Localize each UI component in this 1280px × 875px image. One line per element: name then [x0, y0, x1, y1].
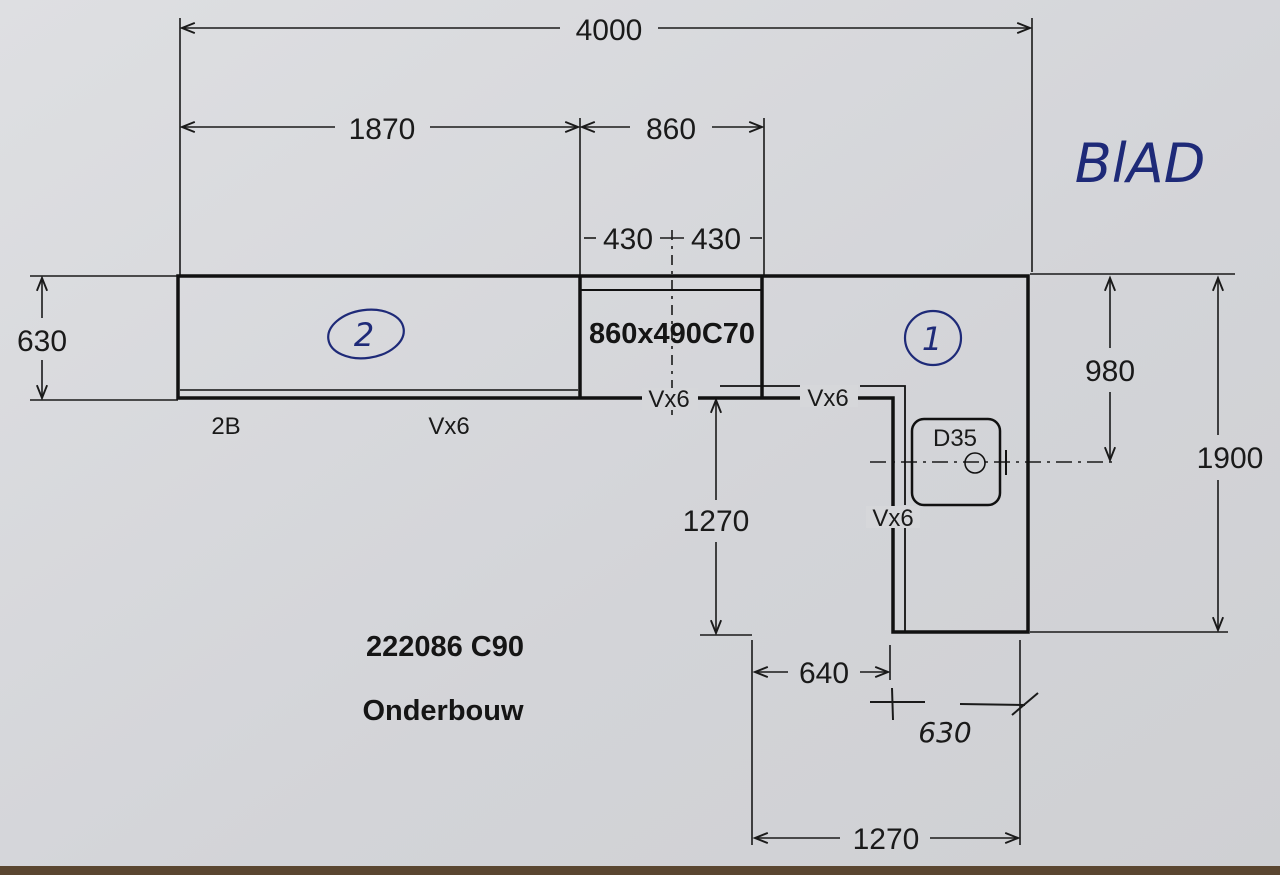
- dim-sink-half-left: 430: [603, 223, 653, 256]
- dim-inner-leg: 640: [799, 657, 849, 690]
- table-edge: [0, 866, 1280, 875]
- dim-total-length: 4000: [576, 14, 643, 47]
- dim-total-depth: 1900: [1197, 442, 1264, 475]
- edge-label-2b: 2B: [211, 413, 240, 440]
- part-2-circle: [327, 308, 405, 360]
- dim-bottom-leg: 1270: [853, 823, 920, 856]
- part-1-circle: [903, 309, 963, 367]
- countertop-outline: [176, 274, 1030, 634]
- dim-leg-offset: 1270: [683, 505, 750, 538]
- tap-hole-plate: [910, 417, 1002, 507]
- mounting-type: Onderbouw: [362, 695, 524, 727]
- sink-label: 860x490C70: [589, 318, 755, 350]
- edge-label-vx6: Vx6: [648, 386, 689, 413]
- dim-sink-half-right: 430: [691, 223, 741, 256]
- edge-label-vx6: Vx6: [428, 413, 469, 440]
- edge-label-vx6: Vx6: [807, 385, 848, 412]
- dim-depth-to-tap: 980: [1085, 355, 1135, 388]
- dim-left-section: 1870: [349, 113, 416, 146]
- part-2-number: 2: [354, 316, 374, 354]
- dim-leg-depth-handwritten: 630: [918, 716, 971, 749]
- edge-label-vx6: Vx6: [872, 505, 913, 532]
- tap-hole-label: D35: [933, 425, 977, 452]
- dim-depth-left: 630: [17, 325, 67, 358]
- article-number: 222086 C90: [366, 631, 524, 663]
- dim-sink-width: 860: [646, 113, 696, 146]
- part-1-number: 1: [922, 320, 942, 358]
- handwritten-title: BlAD: [1075, 132, 1206, 195]
- tap-hole: [964, 452, 986, 474]
